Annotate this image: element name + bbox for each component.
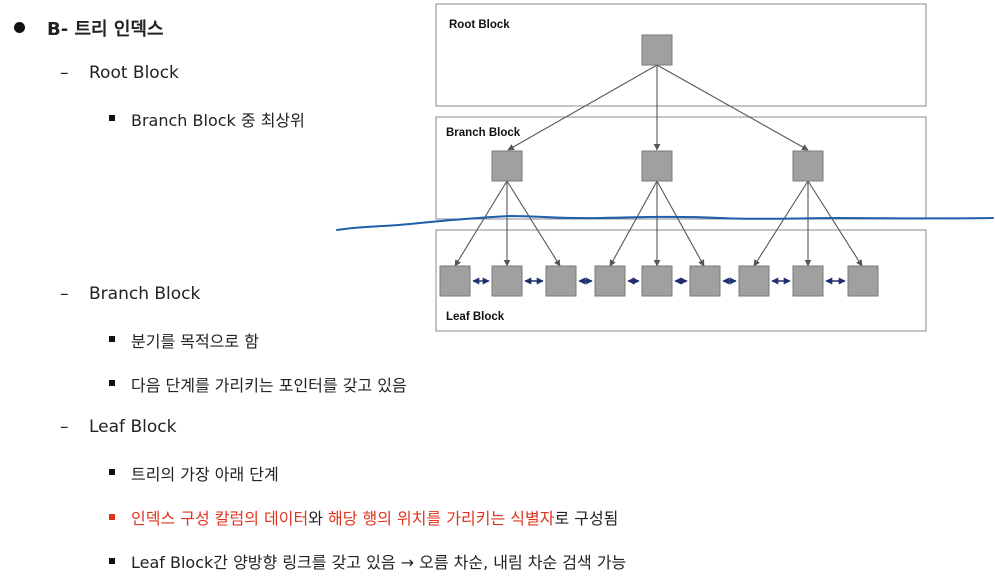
leaf-item-2-text-end: 로 구성됨 xyxy=(554,509,619,528)
branch-node xyxy=(491,150,523,182)
root-node xyxy=(641,34,673,66)
leaf-node xyxy=(689,265,721,297)
pen-annotation-line xyxy=(336,214,994,231)
leaf-node xyxy=(545,265,577,297)
page-title: B- 트리 인덱스 xyxy=(47,19,164,40)
branch-arrow xyxy=(609,180,658,267)
leaf-node xyxy=(594,265,626,297)
branch-arrow xyxy=(807,180,863,267)
leaf-item-2: 인덱스 구성 칼럼의 데이터와 해당 행의 위치를 가리키는 식별자로 구성됨 xyxy=(131,505,618,529)
dash-bullet: – xyxy=(60,284,69,304)
root-arrow xyxy=(656,64,809,151)
leaf-item-3: Leaf Block간 양방향 링크를 갖고 있음 → 오름 차순, 내림 차순… xyxy=(131,553,627,572)
leaf-node xyxy=(439,265,471,297)
leaf-node xyxy=(792,265,824,297)
root-arrow xyxy=(507,64,658,151)
highlight-index-data: 인덱스 구성 칼럼의 데이터 xyxy=(131,509,309,528)
root-block-panel xyxy=(435,3,927,107)
square-bullet xyxy=(109,558,115,564)
branch-arrow xyxy=(753,180,809,267)
branch-node xyxy=(792,150,824,182)
section-label-root: Root Block xyxy=(89,63,179,83)
square-bullet xyxy=(109,380,115,386)
branch-arrow xyxy=(506,180,561,267)
square-bullet xyxy=(109,115,115,121)
branch-item-1: 분기를 목적으로 함 xyxy=(131,332,259,351)
branch-item-2: 다음 단계를 가리키는 포인터를 갖고 있음 xyxy=(131,376,407,395)
branch-arrow xyxy=(454,180,508,267)
root-item-1: Branch Block 중 최상위 xyxy=(131,111,305,130)
dash-bullet: – xyxy=(60,417,69,437)
square-bullet-red xyxy=(109,514,115,520)
leaf-node xyxy=(641,265,673,297)
section-label-branch: Branch Block xyxy=(89,284,201,304)
square-bullet xyxy=(109,469,115,475)
dash-bullet: – xyxy=(60,63,69,83)
heading-bullet xyxy=(14,22,25,33)
leaf-node xyxy=(847,265,879,297)
section-label-leaf: Leaf Block xyxy=(89,417,177,437)
branch-node xyxy=(641,150,673,182)
branch-block-label: Branch Block xyxy=(446,127,521,139)
leaf-item-2-text: 와 xyxy=(308,509,328,528)
root-block-label: Root Block xyxy=(449,19,510,31)
leaf-block-label: Leaf Block xyxy=(446,311,505,323)
leaf-node xyxy=(491,265,523,297)
branch-arrow xyxy=(656,180,705,267)
square-bullet xyxy=(109,336,115,342)
highlight-row-identifier: 해당 행의 위치를 가리키는 식별자 xyxy=(328,509,555,528)
leaf-item-1: 트리의 가장 아래 단계 xyxy=(131,465,279,484)
leaf-node xyxy=(738,265,770,297)
